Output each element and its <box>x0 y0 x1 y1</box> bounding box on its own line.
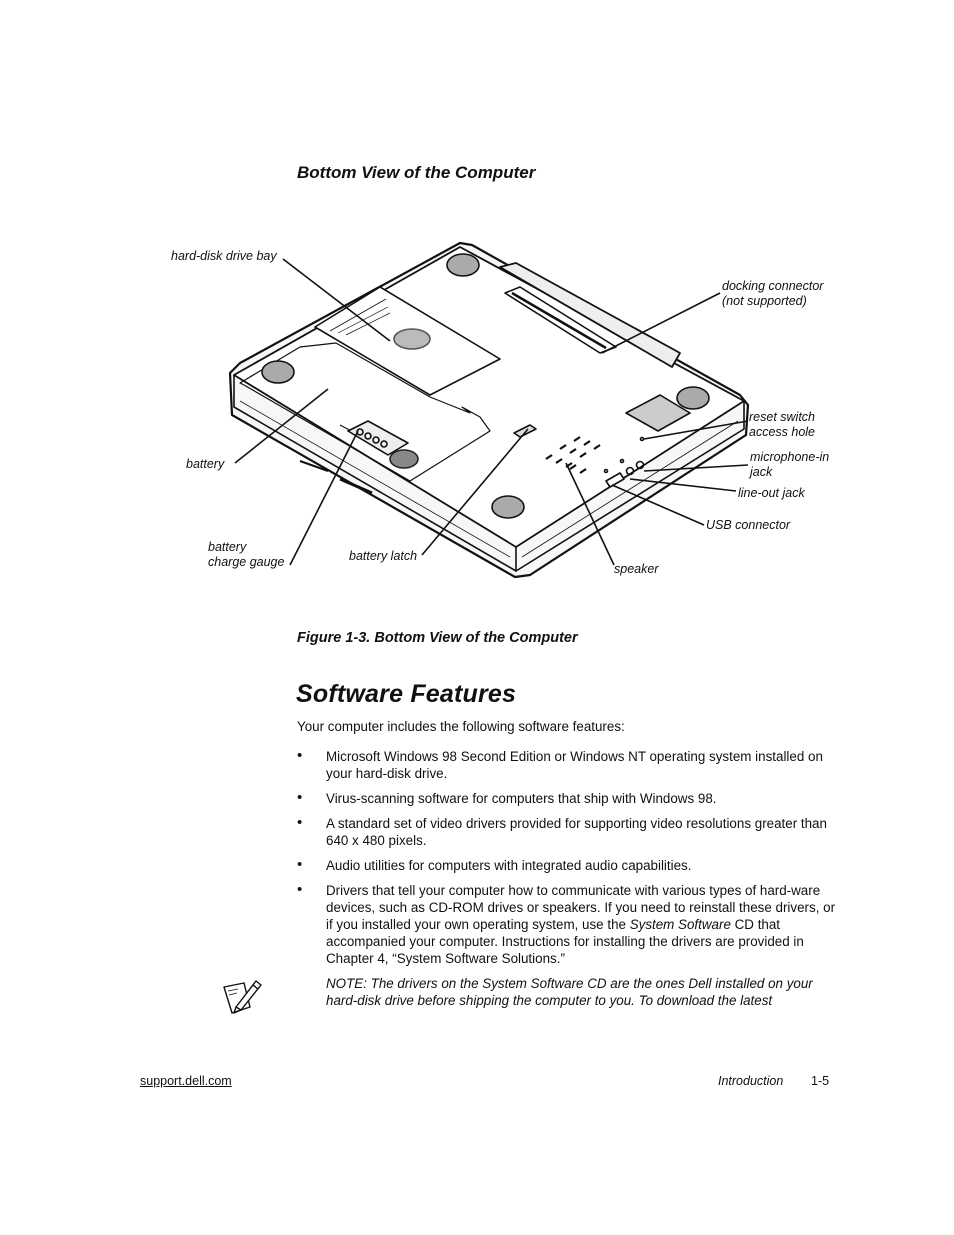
list-item-emphasis: System Software <box>629 917 731 932</box>
callout-hard-disk-drive-bay: hard-disk drive bay <box>171 249 277 263</box>
support-link[interactable]: support.dell.com <box>140 1074 232 1088</box>
bullet-glyph: • <box>297 881 303 898</box>
footer-section-name: Introduction <box>718 1074 784 1088</box>
callout-microphone-in: microphone-in <box>750 450 830 464</box>
list-item: • Audio utilities for computers with inte… <box>297 856 837 874</box>
list-item-text: Audio utilities for computers with integ… <box>326 858 692 873</box>
figure-heading: Bottom View of the Computer <box>297 163 536 182</box>
list-item: • Virus-scanning software for computers t… <box>297 789 837 807</box>
callout-battery: battery <box>186 457 225 471</box>
bullet-glyph: • <box>297 856 303 873</box>
laptop-bottom-illustration <box>228 241 750 579</box>
list-item-text: Drivers that tell your computer how to c… <box>326 883 836 932</box>
list-item-text: Virus-scanning software for computers th… <box>326 791 717 806</box>
callout-battery-latch: battery latch <box>349 549 418 563</box>
callout-docking-connector: docking connector <box>722 279 824 293</box>
callout-microphone-jack: jack <box>750 465 773 479</box>
note-paragraph: NOTE: The drivers on the System Software… <box>326 976 813 1008</box>
callout-battery-gauge-2: charge gauge <box>208 555 285 569</box>
list-item-text: CD that accompanied your computer. Instr… <box>326 917 804 966</box>
note-pencil-icon <box>222 977 264 1015</box>
callout-docking-not-supported: (not supported) <box>722 294 807 308</box>
callout-reset-switch: reset switch <box>749 410 815 424</box>
callout-usb-connector: USB connector <box>706 518 791 532</box>
list-item-text: Microsoft Windows 98 Second Edition or W… <box>326 749 823 781</box>
callout-line-out-jack: line-out jack <box>738 486 805 500</box>
list-item-text: A standard set of video drivers provided… <box>326 816 827 848</box>
list-item: • A standard set of video drivers provide… <box>297 814 837 849</box>
section-title: Software Features <box>296 680 517 708</box>
bottom-view-figure: hard-disk drive bay docking connector (n… <box>160 235 860 595</box>
feature-list: • Microsoft Windows 98 Second Edition or … <box>297 747 837 975</box>
intro-paragraph: Your computer includes the following sof… <box>297 719 625 734</box>
bullet-glyph: • <box>297 747 303 764</box>
figure-caption: Figure 1-3. Bottom View of the Computer <box>297 630 578 646</box>
callout-speaker: speaker <box>614 562 659 576</box>
bullet-glyph: • <box>297 814 303 831</box>
list-item: • Drivers that tell your computer how to … <box>297 881 837 967</box>
list-item: • Microsoft Windows 98 Second Edition or … <box>297 747 837 782</box>
callout-reset-access-hole: access hole <box>749 425 816 439</box>
bullet-glyph: • <box>297 789 303 806</box>
page-number: 1-5 <box>811 1074 830 1088</box>
callout-battery-gauge-1: battery <box>208 540 247 554</box>
